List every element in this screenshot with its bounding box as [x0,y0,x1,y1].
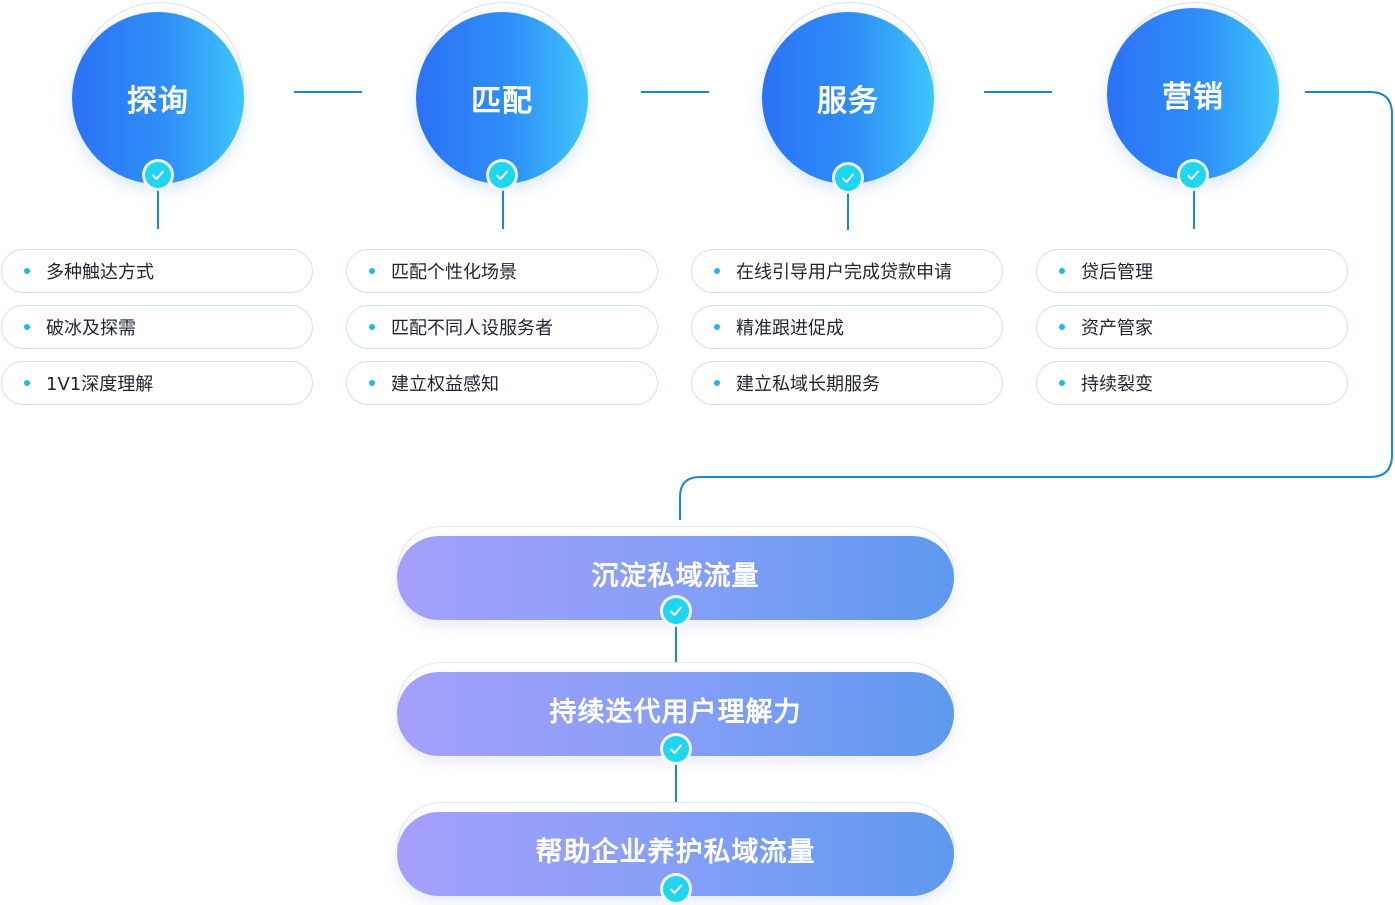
list-item-label: 破冰及探需 [46,318,136,339]
outcome-connector [675,758,677,804]
list-item: 匹配不同人设服务者 [346,305,658,349]
list-item: 建立权益感知 [346,361,658,405]
check-icon [663,598,689,624]
stage-marketing: 营销 [1105,0,1285,190]
list-item: 1V1深度理解 [1,361,313,405]
bullet-dot [369,380,375,386]
bullet-dot [1059,324,1065,330]
list-item-label: 持续裂变 [1081,374,1153,395]
list-item: 贷后管理 [1036,249,1348,293]
stage-title: 服务 [817,84,879,119]
list-item: 资产管家 [1036,305,1348,349]
bullet-dot [24,324,30,330]
check-icon [663,736,689,762]
stage-stem [502,185,504,229]
stage-match: 匹配 [414,0,594,190]
stage-circle: 营销 [1107,8,1279,180]
bullet-dot [24,380,30,386]
list-item: 匹配个性化场景 [346,249,658,293]
stage-connector [641,91,709,93]
list-item-label: 建立私域长期服务 [736,374,880,395]
stage-title: 营销 [1162,80,1224,115]
check-icon [663,876,689,902]
list-item-label: 建立权益感知 [391,374,499,395]
list-item-label: 在线引导用户完成贷款申请 [736,262,952,283]
bullet-dot [369,268,375,274]
outcome-title: 帮助企业养护私域流量 [535,836,816,868]
list-item: 精准跟进促成 [691,305,1003,349]
list-item-label: 匹配个性化场景 [391,262,517,283]
bullet-dot [369,324,375,330]
list-item: 破冰及探需 [1,305,313,349]
stage-circle: 匹配 [416,12,588,184]
list-item: 建立私域长期服务 [691,361,1003,405]
stage-explore: 探询 [70,0,250,190]
check-icon [835,165,861,191]
bullet-dot [714,324,720,330]
stage-service: 服务 [760,0,940,190]
bullet-dot [1059,380,1065,386]
bullet-dot [1059,268,1065,274]
list-item-label: 匹配不同人设服务者 [391,318,553,339]
check-icon [1180,162,1206,188]
list-item: 多种触达方式 [1,249,313,293]
outcome-connector [675,620,677,664]
list-item-label: 贷后管理 [1081,262,1153,283]
bullet-dot [714,380,720,386]
list-item-label: 精准跟进促成 [736,318,844,339]
check-icon [145,162,171,188]
list-item: 持续裂变 [1036,361,1348,405]
stage-connector [984,91,1052,93]
stage-circle: 服务 [762,12,934,184]
stage-stem [157,185,159,229]
outcome-title: 沉淀私域流量 [591,560,760,592]
stage-title: 探询 [127,84,189,119]
bullet-dot [24,268,30,274]
stage-stem [1193,185,1195,229]
stage-stem [847,188,849,230]
bullet-dot [714,268,720,274]
list-item-label: 资产管家 [1081,318,1153,339]
list-item-label: 1V1深度理解 [46,374,154,395]
list-item: 在线引导用户完成贷款申请 [691,249,1003,293]
list-item-label: 多种触达方式 [46,262,154,283]
outcome-title: 持续迭代用户理解力 [549,696,802,728]
stage-connector [294,91,362,93]
stage-circle: 探询 [72,12,244,184]
check-icon [489,162,515,188]
stage-title: 匹配 [471,84,533,119]
